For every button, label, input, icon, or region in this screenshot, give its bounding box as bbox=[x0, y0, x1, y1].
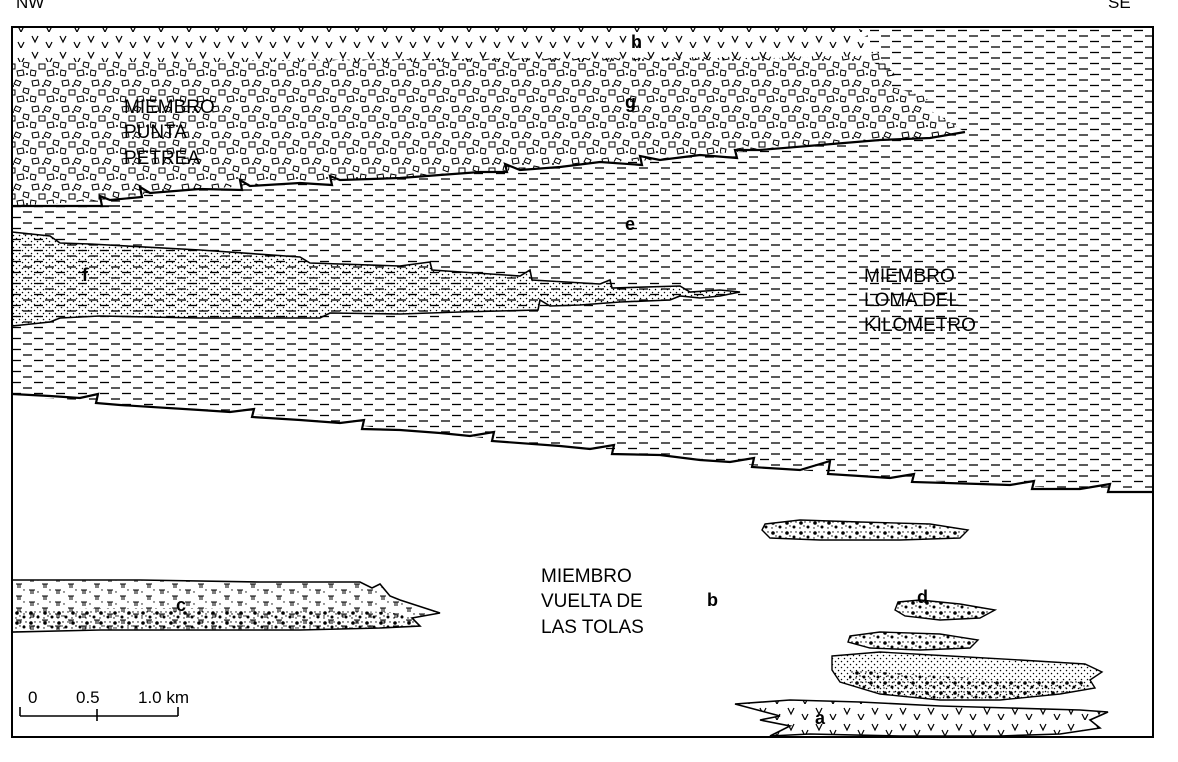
unit-c-lower-conglom bbox=[12, 608, 420, 632]
unit-g-lower-boundary bbox=[12, 130, 966, 208]
unit-label-a: a bbox=[815, 708, 826, 728]
conglomerate-lens-middle bbox=[847, 631, 980, 651]
member-punta-petrea-line-3: PETREA bbox=[124, 148, 200, 169]
unit-e-shale bbox=[12, 27, 1153, 492]
unit-h-volcanic bbox=[12, 27, 878, 62]
unit-g-breccia bbox=[12, 52, 965, 206]
unit-label-d: d bbox=[917, 587, 928, 607]
unit-f-sandstone bbox=[11, 231, 741, 327]
scale-tick-0: 0 bbox=[28, 688, 37, 707]
conglomerate-lens-lower-pebbles bbox=[848, 670, 1090, 700]
unit-label-g: g bbox=[625, 92, 636, 112]
member-loma-del-kilometro-line-3: KILOMETRO bbox=[864, 315, 976, 336]
member-vuelta-de-las-tolas-line-2: VUELTA DE bbox=[541, 591, 643, 612]
scale-tick-1-0-km: 1.0 km bbox=[138, 688, 189, 707]
member-loma-del-kilometro-line-1: MIEMBRO bbox=[864, 266, 955, 287]
member-loma-del-kilometro-line-2: LOMA DEL bbox=[864, 290, 959, 311]
unit-label-h: h bbox=[631, 32, 642, 52]
member-vuelta-de-las-tolas-line-1: MIEMBRO bbox=[541, 566, 632, 587]
corner-label-left: NW bbox=[16, 0, 44, 12]
scale-bar: 0 0.5 1.0 km bbox=[19, 688, 189, 721]
corner-label-right: SE bbox=[1108, 0, 1131, 12]
unit-label-b: b bbox=[707, 590, 718, 610]
unit-label-e: e bbox=[625, 214, 635, 234]
scale-tick-0-5: 0.5 bbox=[76, 688, 100, 707]
unit-a-volcanic bbox=[734, 699, 1109, 737]
member-punta-petrea-line-1: MIEMBRO bbox=[124, 97, 215, 118]
member-vuelta-de-las-tolas-line-3: LAS TOLAS bbox=[541, 617, 644, 638]
member-punta-petrea-line-2: PUNTA bbox=[124, 122, 187, 143]
unit-label-f: f bbox=[82, 265, 89, 285]
unit-d-lens bbox=[894, 599, 998, 621]
unit-label-c: c bbox=[176, 595, 186, 615]
conglomerate-lens-upper bbox=[761, 519, 970, 541]
unit-e-lower-boundary bbox=[11, 392, 1153, 494]
